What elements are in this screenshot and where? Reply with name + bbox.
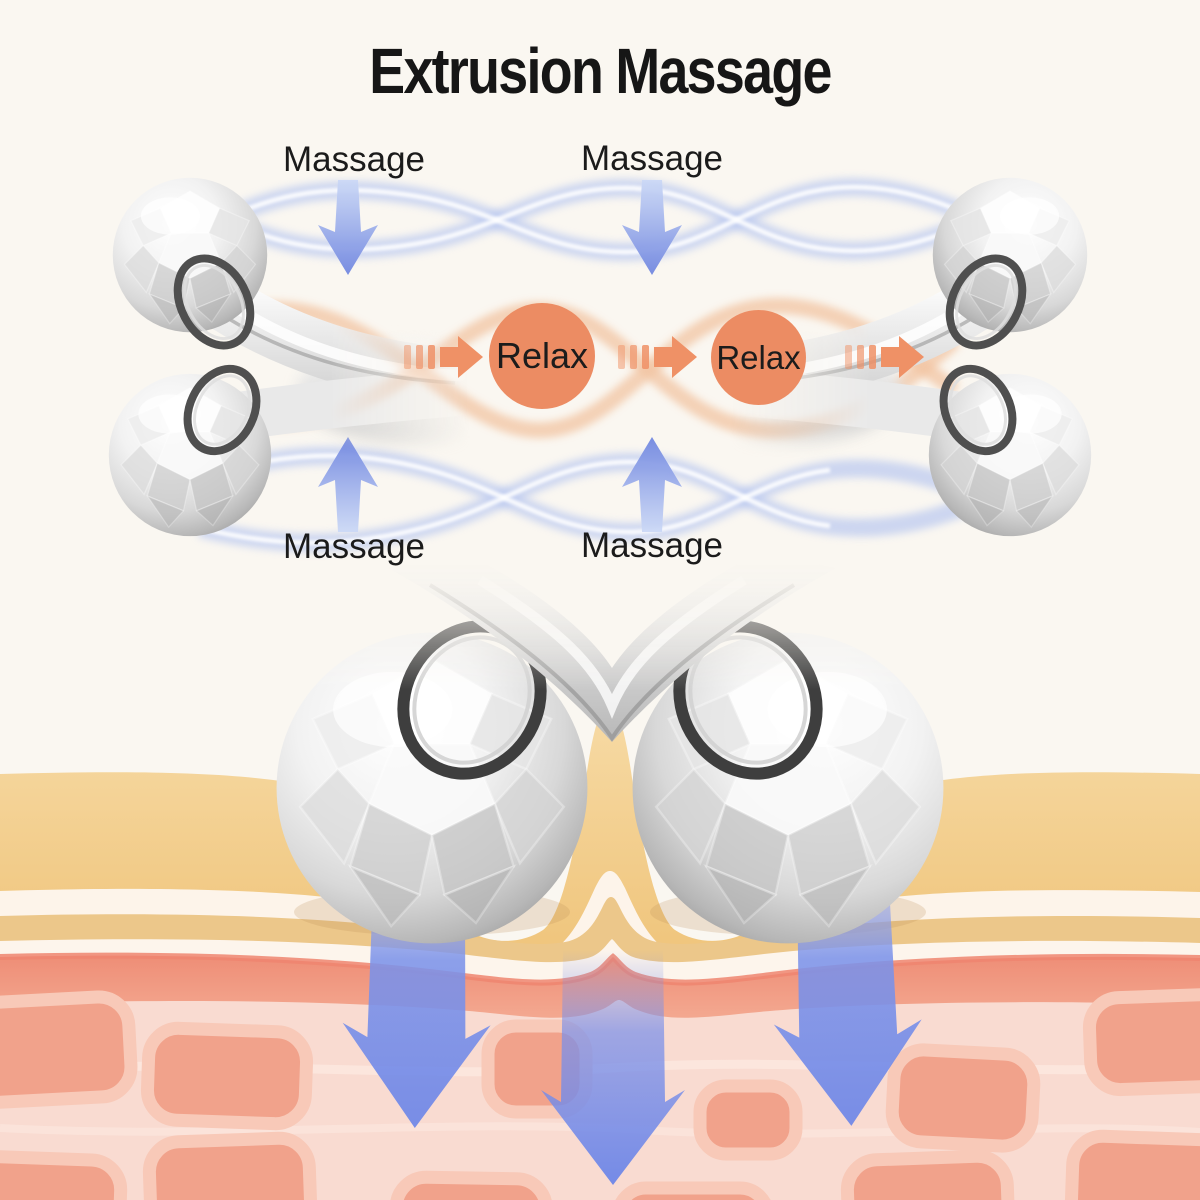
relax-badge-left-label: Relax [495, 335, 589, 376]
relax-badge-right-label: Relax [716, 338, 801, 376]
massage-label-bottom-left: Massage [282, 527, 426, 566]
closeup-v-highlight [477, 575, 747, 720]
relax-flow-arrows [404, 336, 924, 378]
massage-label-bottom-right: Massage [580, 526, 724, 565]
arrow-down-right-icon [622, 180, 682, 275]
massage-label-top-left: Massage [282, 140, 426, 179]
fat-cells [0, 987, 1200, 1200]
massage-label-top-right: Massage [580, 139, 724, 178]
arrow-up-right-icon [622, 437, 682, 532]
wave-blue-top [180, 178, 1020, 262]
penetration-arrow-middle-icon [541, 950, 685, 1185]
arrow-up-left-icon [318, 437, 378, 532]
penetration-arrow-right-icon [773, 884, 922, 1126]
closeup-v-shadow-edge [428, 583, 796, 742]
closeup-v-handle [388, 552, 836, 742]
relax-badge-right: Relax [711, 310, 806, 405]
page-title: Extrusion Massage [369, 35, 832, 107]
penetration-arrow-left-icon [342, 887, 491, 1128]
dashed-arrow-right-2-icon [618, 336, 697, 378]
pressure-arrows [318, 180, 682, 532]
arrow-down-left-icon [318, 180, 378, 275]
roller-closeup-device [277, 552, 944, 943]
relax-badge-left: Relax [489, 303, 595, 409]
dashed-arrow-right-1-icon [404, 336, 483, 378]
penetration-arrows [342, 884, 922, 1185]
dashed-arrow-right-3-icon [845, 336, 924, 378]
